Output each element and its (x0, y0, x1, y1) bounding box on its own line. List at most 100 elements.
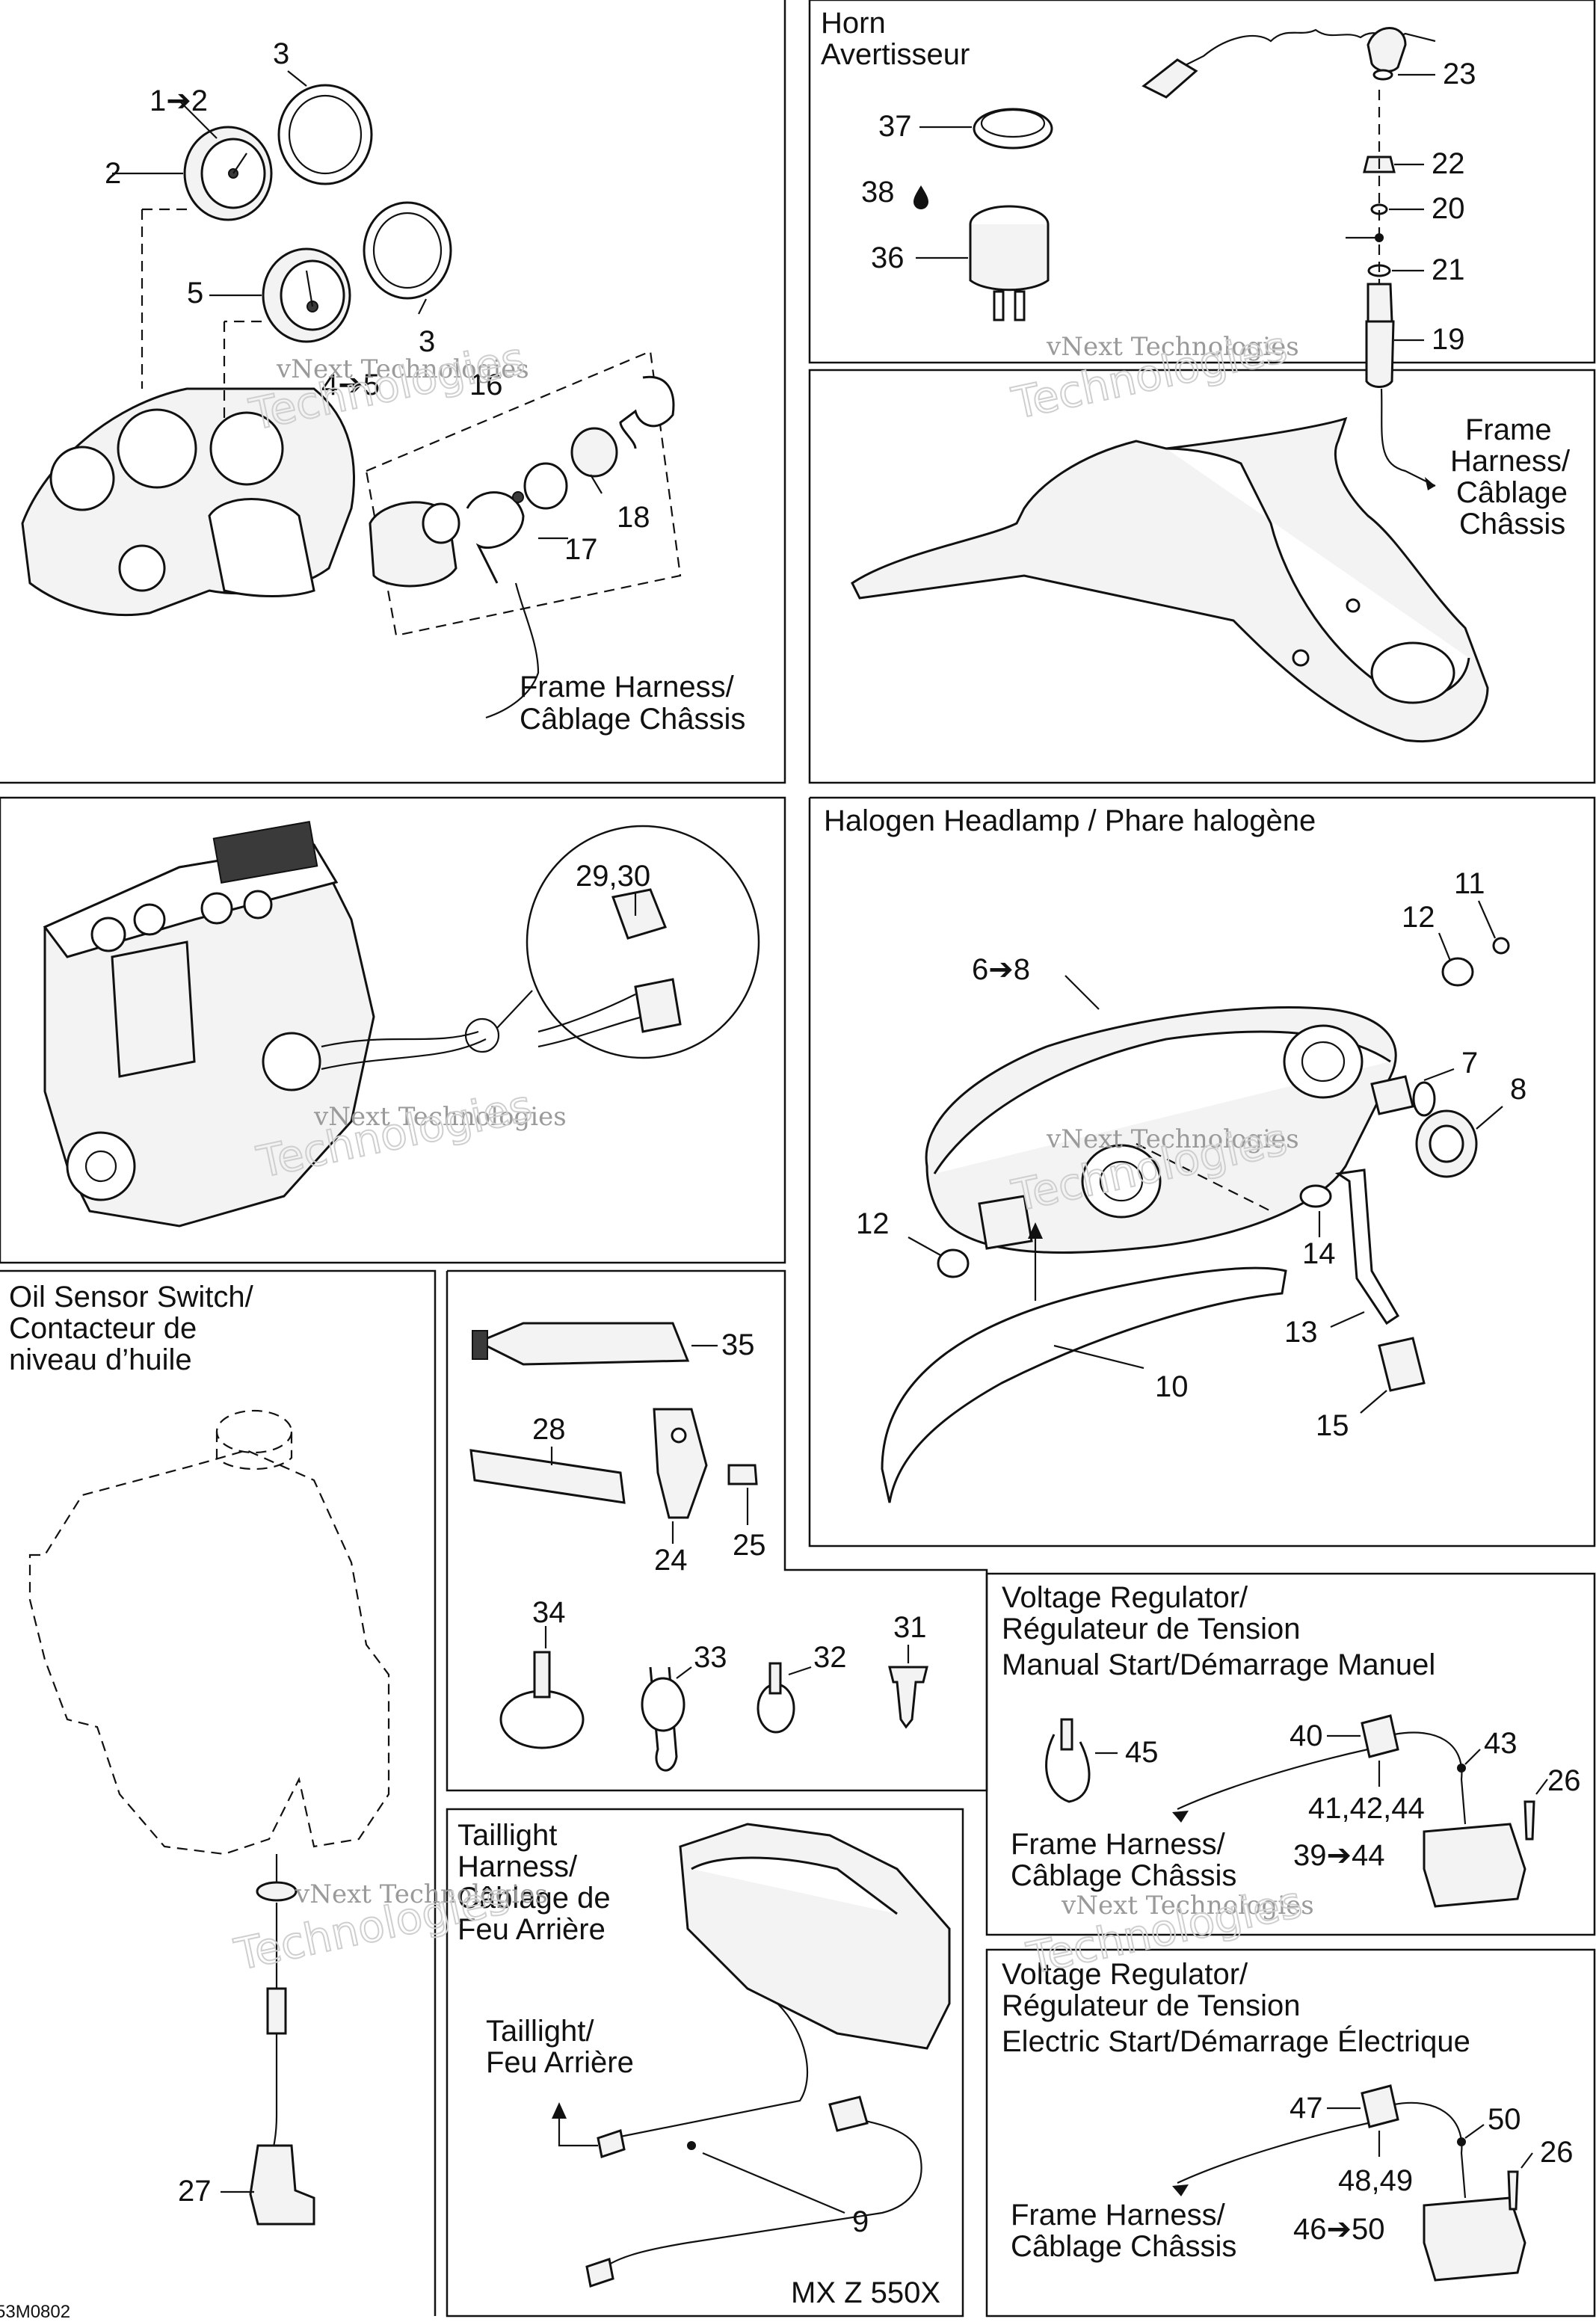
watermark-1: vNext Technologies (276, 354, 529, 384)
tail-title-3: Câblage de (457, 1882, 611, 1915)
label-1-2: 1➔2 (150, 84, 208, 117)
label-22: 22 (1432, 147, 1465, 180)
vr-manual-title-2: Régulateur de Tension (1002, 1613, 1301, 1645)
tail-sub-2: Feu Arrière (486, 2046, 634, 2079)
speedometer-gauge (262, 247, 351, 343)
ignition-switch (369, 375, 675, 588)
hood-harness-3: Câblage (1456, 476, 1568, 509)
vr-manual-title-1: Voltage Regulator/ (1002, 1581, 1248, 1614)
label-31: 31 (893, 1611, 927, 1644)
oil-title-1: Oil Sensor Switch/ (9, 1281, 254, 1314)
watermark-4: vNext Technologies (1046, 1124, 1299, 1154)
vr-manual-harness-2: Câblage Châssis (1011, 1859, 1236, 1892)
label-46-50: 46➔50 (1293, 2213, 1385, 2246)
label-39-44: 39➔44 (1293, 1839, 1385, 1872)
label-45: 45 (1125, 1736, 1159, 1769)
headlamp-panel: Halogen Headlamp / Phare halogène (824, 804, 1526, 1503)
gauges-panel: 1➔2 2 3 5 3 4➔5 16 17 18 Frame Harness/ … (21, 37, 745, 736)
oil-title-2: Contacteur de (9, 1312, 197, 1345)
label-11: 11 (1454, 867, 1485, 900)
oil-sensor (249, 2144, 315, 2226)
hood-harness-1: Frame (1465, 413, 1552, 446)
oil-drop-icon (913, 185, 928, 209)
vr-electric-title-2: Régulateur de Tension (1002, 1989, 1301, 2022)
tail-title-2: Harness/ (457, 1850, 578, 1883)
vr-manual-harness-1: Frame Harness/ (1011, 1828, 1226, 1861)
label-41-42-44: 41,42,44 (1308, 1792, 1425, 1825)
label-16: 16 (469, 369, 503, 401)
vr-electric-harness-1: Frame Harness/ (1011, 2199, 1226, 2232)
vr-manual-panel: Voltage Regulator/ Régulateur de Tension… (1002, 1581, 1581, 1908)
watermark-3: vNext Technologies (313, 1102, 567, 1132)
label-9: 9 (852, 2205, 869, 2238)
label-43: 43 (1484, 1727, 1518, 1760)
gauges-harness-line2: Câblage Châssis (520, 703, 745, 736)
label-26b: 26 (1540, 2136, 1574, 2169)
model-label: MX Z 550X (791, 2276, 940, 2309)
label-25: 25 (733, 1529, 766, 1562)
label-34: 34 (532, 1596, 566, 1629)
label-37: 37 (878, 110, 912, 143)
label-24: 24 (654, 1544, 688, 1577)
bezel-ring-2 (363, 201, 452, 300)
label-21: 21 (1432, 253, 1465, 286)
label-4-5: 4➔5 (321, 369, 380, 401)
watermark-2: vNext Technologies (1046, 332, 1299, 362)
tunnel-body (679, 1823, 951, 2050)
label-2: 2 (105, 157, 121, 190)
oil-panel: Oil Sensor Switch/ Contacteur de niveau … (9, 1281, 390, 2226)
label-3b: 3 (419, 325, 435, 358)
watermark-6: vNext Technologies (1061, 1891, 1314, 1921)
gauges-harness-line1: Frame Harness/ (520, 671, 735, 703)
label-26a: 26 (1547, 1764, 1581, 1797)
label-33: 33 (694, 1641, 727, 1674)
hood-harness-2: Harness/ (1450, 445, 1571, 478)
vr-manual-title-3: Manual Start/Démarrage Manuel (1002, 1648, 1435, 1681)
label-14: 14 (1302, 1237, 1336, 1270)
label-15: 15 (1316, 1409, 1349, 1442)
taillight-panel: Taillight Harness/ Câblage de Feu Arrièr… (457, 1819, 951, 2309)
label-47: 47 (1290, 2092, 1323, 2125)
regulator-manual (1423, 1823, 1526, 1908)
engine-panel: 29,30 (43, 821, 760, 1228)
label-12a: 12 (1402, 901, 1435, 934)
watermark-5: vNext Technologies (295, 1879, 548, 1909)
horn-title-fr: Avertisseur (821, 38, 970, 71)
horn-body (969, 205, 1050, 321)
tail-title-1: Taillight (457, 1819, 557, 1852)
label-6-8: 6➔8 (972, 953, 1030, 986)
vr-electric-title-3: Electric Start/Démarrage Électrique (1002, 2024, 1470, 2058)
weatherstrip (469, 1449, 626, 1504)
hood-harness-4: Châssis (1459, 508, 1565, 541)
label-28: 28 (532, 1413, 566, 1446)
label-29-30: 29,30 (576, 860, 650, 893)
label-17: 17 (564, 533, 598, 566)
horn-panel: Horn Avertisseur 37 38 36 (821, 7, 1053, 321)
label-19: 19 (1432, 323, 1465, 356)
clamp-34 (499, 1690, 585, 1749)
headlamp-lens (881, 1266, 1287, 1503)
tachometer-gauge (183, 126, 273, 221)
watermark-1b: Technologies (245, 333, 529, 440)
hood-console (851, 416, 1489, 742)
label-20: 20 (1432, 192, 1465, 225)
tail-sub-1: Taillight/ (486, 2015, 594, 2048)
hood-panel: 23 22 20 21 19 Frame Harness/ Câblage Ch… (851, 27, 1571, 742)
label-13: 13 (1284, 1316, 1318, 1349)
label-38: 38 (861, 176, 895, 209)
tie-wrap-45 (1045, 1734, 1091, 1803)
label-7: 7 (1461, 1047, 1478, 1080)
label-12b: 12 (856, 1207, 890, 1240)
connector-zoom (526, 825, 760, 1059)
label-27: 27 (178, 2175, 212, 2208)
label-35: 35 (721, 1328, 755, 1361)
oil-title-3: niveau d’huile (9, 1343, 192, 1376)
label-50: 50 (1488, 2103, 1521, 2136)
label-18: 18 (617, 501, 650, 534)
label-3a: 3 (273, 37, 289, 70)
vr-electric-panel: Voltage Regulator/ Régulateur de Tension… (1002, 1958, 1574, 2282)
label-32: 32 (813, 1641, 847, 1674)
label-36: 36 (871, 241, 905, 274)
